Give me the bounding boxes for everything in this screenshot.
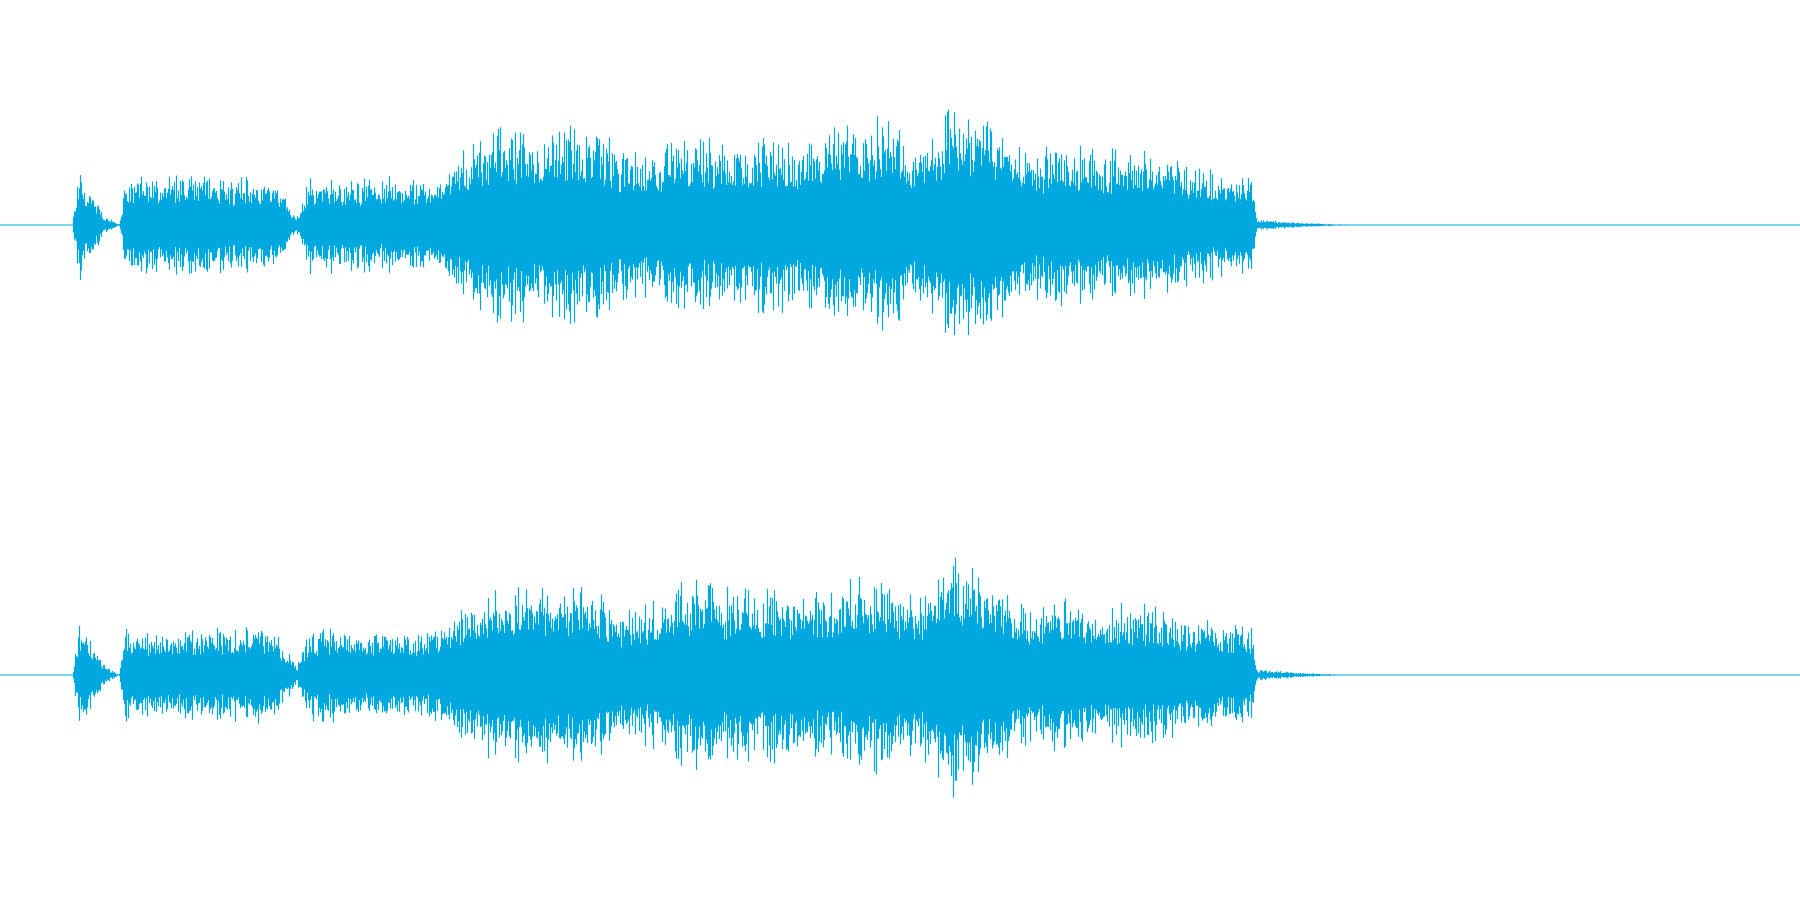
channel-left [0, 109, 1800, 336]
waveform-right [72, 557, 1349, 798]
channel-right [0, 557, 1800, 798]
waveform-left [72, 109, 1357, 336]
